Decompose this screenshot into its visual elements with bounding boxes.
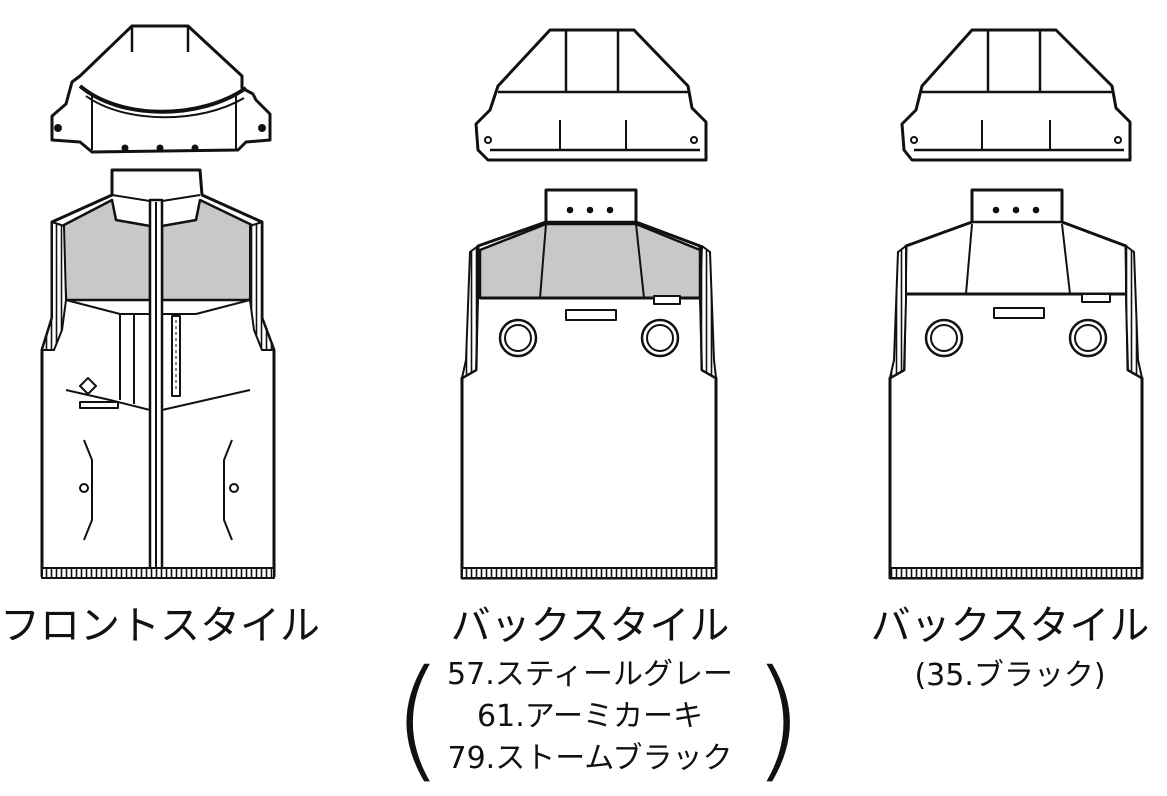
- color-note-army-khaki: 61.アーミカーキ: [477, 699, 703, 734]
- color-note-storm-black: 79.ストームブラック: [447, 741, 733, 776]
- back-hood-black: [900, 28, 1132, 162]
- front-body: [40, 168, 276, 579]
- back-style-label-black: バックスタイル: [870, 603, 1150, 649]
- back-style-label-gray: バックスタイル: [450, 603, 730, 649]
- back-view-gray: [460, 28, 718, 580]
- color-note-black: (35.ブラック): [914, 658, 1106, 693]
- front-view: [40, 24, 276, 579]
- colors-paren-left: (: [392, 642, 444, 796]
- front-hood: [50, 24, 272, 154]
- colors-paren-right: ): [752, 642, 804, 796]
- front-style-label: フロントスタイル: [0, 603, 320, 649]
- back-view-black: [888, 28, 1144, 580]
- back-body-gray: [460, 188, 718, 580]
- color-note-steel-gray: 57.スティールグレー: [447, 657, 733, 692]
- back-body-black: [888, 188, 1144, 580]
- back-hood-gray: [474, 28, 708, 162]
